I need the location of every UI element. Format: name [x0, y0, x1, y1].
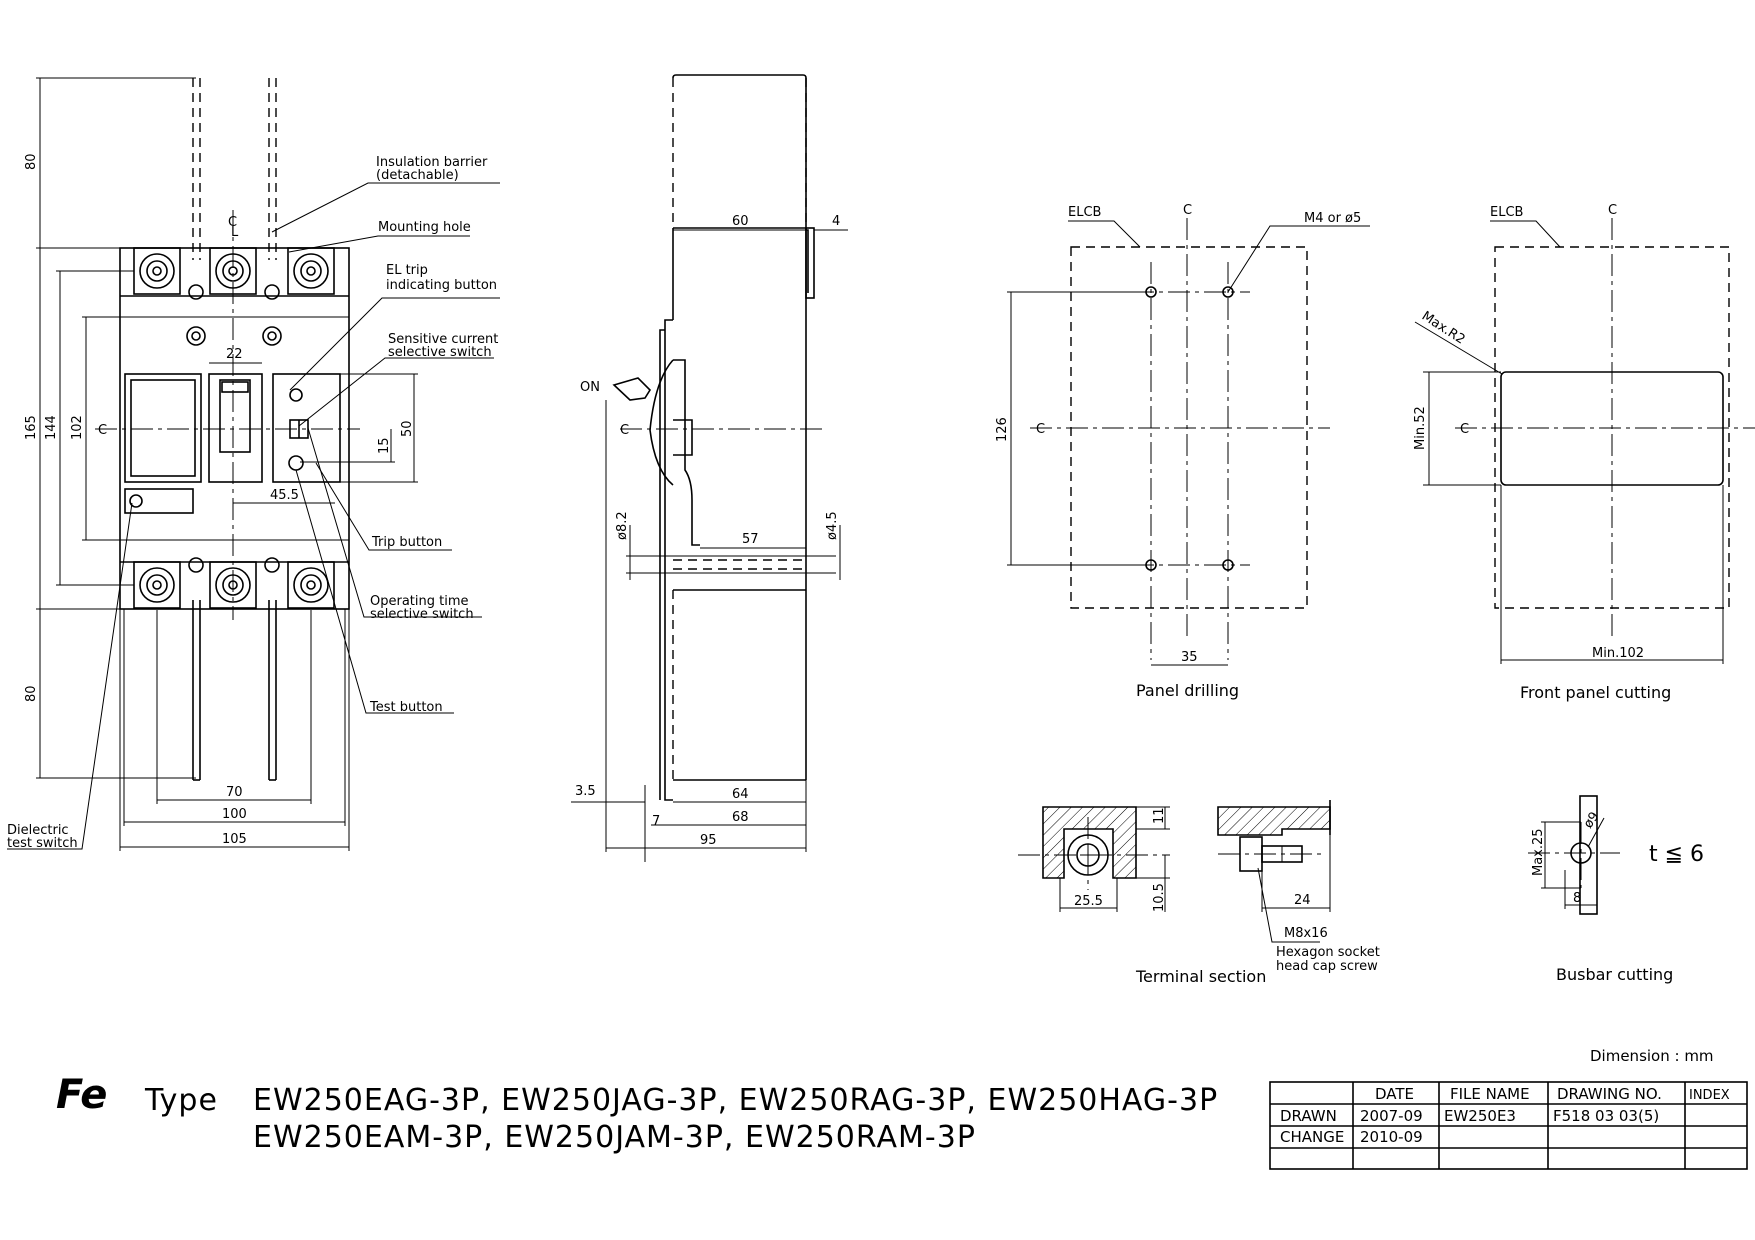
dim-35: 35 [1181, 650, 1198, 665]
dim-95: 95 [700, 833, 717, 848]
dim-80-bottom: 80 [24, 685, 39, 702]
elcb-label: ELCB [1068, 205, 1101, 220]
centre-mark-drill-left: C [1036, 422, 1045, 437]
tb-change-date: 2010-09 [1360, 1128, 1423, 1146]
terminal-bottom [133, 557, 335, 609]
centre-mark-sub: L [231, 225, 239, 240]
hole-label: M4 or ø5 [1304, 211, 1361, 226]
tb-header-file: FILE NAME [1450, 1085, 1530, 1103]
centre-mark-side: C [620, 423, 629, 438]
dim-45-5: 45.5 [270, 488, 299, 503]
type-label: Type [144, 1083, 218, 1118]
models-line-1: EW250EAG-3P, EW250JAG-3P, EW250RAG-3P, E… [253, 1083, 1218, 1118]
insulation-barrier-label-1: Insulation barrier [376, 155, 488, 170]
thickness-label: t ≦ 6 [1649, 842, 1704, 867]
on-label: ON [580, 380, 600, 395]
test-button-label: Test button [369, 700, 443, 715]
centre-mark-cut: C [1608, 203, 1617, 218]
title-block: DATE FILE NAME DRAWING NO. INDEX DRAWN 2… [1269, 1081, 1748, 1170]
dim-57: 57 [742, 532, 759, 547]
insulation-barrier-label-2: (detachable) [376, 168, 459, 183]
terminal-section: 11 25.5 10.5 24 M8x16 Hexagon socket hea… [1018, 800, 1380, 986]
sensitive-switch-label-2: selective switch [388, 345, 492, 360]
dim-9: ø9 [1581, 809, 1603, 831]
terminal-caption: Terminal section [1135, 967, 1266, 986]
centre-mark-drill: C [1183, 203, 1192, 218]
dim-24: 24 [1294, 893, 1311, 908]
dim-70: 70 [226, 785, 243, 800]
dim-68: 68 [732, 810, 749, 825]
side-view: ON C 60 4 57 ø8.2 ø4.5 3.5 7 64 68 95 [571, 74, 848, 862]
panel-drilling: ELCB C M4 or ø5 126 C 35 Panel drilling [995, 203, 1370, 700]
screw-desc-1: Hexagon socket [1276, 945, 1380, 960]
tb-change-label: CHANGE [1280, 1128, 1344, 1146]
centre-mark-cut-left: C [1460, 422, 1469, 437]
dim-144: 144 [44, 415, 59, 440]
tb-drawn-number: F518 03 03(5) [1553, 1107, 1659, 1125]
elcb-label-2: ELCB [1490, 205, 1523, 220]
dim-105: 105 [222, 832, 247, 847]
dim-102: 102 [70, 415, 85, 440]
tb-header-drawing: DRAWING NO. [1557, 1085, 1662, 1103]
dim-15: 15 [377, 437, 392, 454]
brand-logo: Fe [56, 1072, 107, 1118]
dim-50: 50 [400, 420, 415, 437]
callouts: Insulation barrier (detachable) Mounting… [7, 155, 498, 851]
front-cutting-caption: Front panel cutting [1520, 683, 1671, 702]
mounting-hole-label: Mounting hole [378, 220, 471, 235]
front-panel-cutting: ELCB C Max.R2 Min.52 C Min.102 Front pan… [1413, 203, 1755, 702]
dim-165: 165 [24, 415, 39, 440]
tb-drawn-file: EW250E3 [1444, 1107, 1516, 1125]
dim-8-2: ø8.2 [615, 511, 630, 540]
dim-100: 100 [222, 807, 247, 822]
dim-11: 11 [1152, 807, 1167, 824]
dim-126: 126 [995, 417, 1010, 442]
dimension-unit: Dimension : mm [1590, 1047, 1714, 1065]
dim-22: 22 [226, 347, 243, 362]
dim-3-5: 3.5 [575, 784, 596, 799]
tb-header-index: INDEX [1689, 1088, 1730, 1103]
sensitive-switch-label-1: Sensitive current [388, 332, 498, 347]
operating-switch-label-2: selective switch [370, 607, 474, 622]
centre-mark: C [228, 215, 237, 230]
dim-10-5: 10.5 [1152, 883, 1167, 912]
operating-switch-label-1: Operating time [370, 594, 469, 609]
dielectric-label-1: Dielectric [7, 823, 69, 838]
models-line-2: EW250EAM-3P, EW250JAM-3P, EW250RAM-3P [253, 1120, 976, 1155]
fe-logo: Fe [56, 1072, 107, 1118]
min-52-label: Min.52 [1413, 406, 1428, 450]
el-trip-label-1: EL trip [386, 263, 428, 278]
busbar-caption: Busbar cutting [1556, 965, 1673, 984]
dim-4-5: ø4.5 [825, 511, 840, 540]
dielectric-label-2: test switch [7, 836, 78, 851]
dim-60: 60 [732, 214, 749, 229]
panel-drilling-caption: Panel drilling [1136, 681, 1239, 700]
centre-mark-left: C [98, 423, 107, 438]
dim-64: 64 [732, 787, 749, 802]
el-trip-label-2: indicating button [386, 278, 497, 293]
tb-drawn-date: 2007-09 [1360, 1107, 1423, 1125]
tb-header-date: DATE [1375, 1085, 1414, 1103]
max-25-label: Max.25 [1531, 828, 1546, 876]
trip-button-label: Trip button [371, 535, 442, 550]
screw-desc-2: head cap screw [1276, 959, 1378, 974]
min-102-label: Min.102 [1592, 646, 1644, 661]
dim-8: 8 [1573, 891, 1581, 906]
busbar-cutting: ø9 Max.25 8 t ≦ 6 Busbar cutting [1528, 795, 1704, 984]
dim-4: 4 [832, 214, 840, 229]
dim-25-5: 25.5 [1074, 894, 1103, 909]
terminal-top [133, 247, 335, 300]
front-view: 80 165 144 102 22 50 15 45.5 80 70 100 1… [7, 77, 500, 851]
dim-80-top: 80 [24, 153, 39, 170]
tb-drawn-label: DRAWN [1280, 1107, 1337, 1125]
dim-7: 7 [652, 814, 660, 829]
screw-label: M8x16 [1284, 926, 1328, 941]
